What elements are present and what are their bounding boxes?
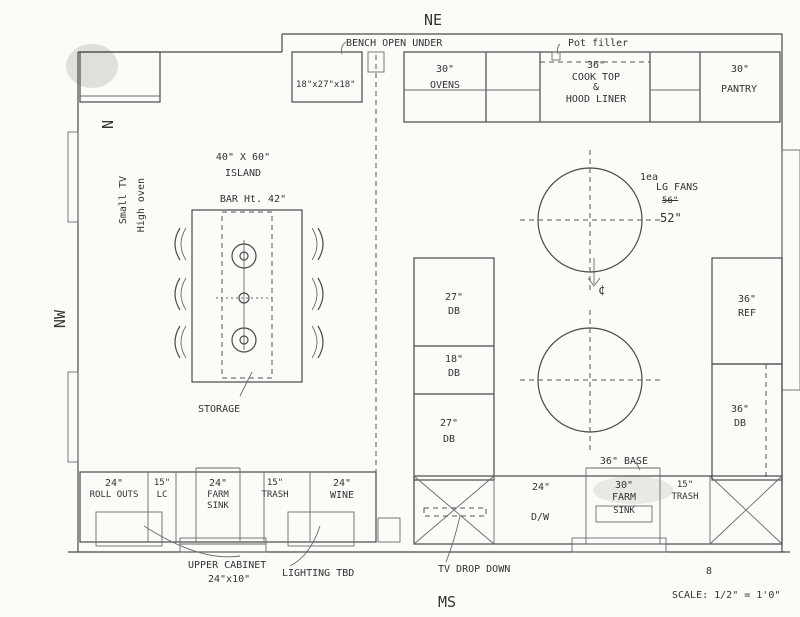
farm-sink-size: 24"	[208, 478, 228, 489]
right-db-type: DB	[733, 418, 747, 429]
farm-sink-right-size: 30"	[614, 480, 634, 491]
ovens-label: OVENS	[429, 80, 461, 91]
ovens-size: 30"	[435, 64, 455, 75]
lc-size: 15"	[153, 478, 171, 488]
ref-label: REF	[737, 308, 757, 319]
dw-label: D/W	[530, 512, 550, 523]
bottom-right-run	[413, 467, 783, 553]
ceiling-fans	[520, 150, 660, 450]
corner-mark: 8	[706, 566, 713, 577]
smudge	[593, 476, 673, 504]
cooktop-amp: &	[592, 82, 600, 93]
pantry-label: PANTRY	[720, 84, 758, 95]
farm-sink-right-type: FARM	[611, 492, 637, 503]
center-db-2-size: 18"	[444, 354, 464, 365]
fan-size-struck: 56"	[662, 196, 679, 206]
trash-right-size: 15"	[676, 480, 694, 490]
bench-size-label: 18"x27"x18"	[296, 80, 356, 90]
trash-label: TRASH	[261, 490, 289, 500]
center-db-3-size: 27"	[439, 418, 459, 429]
lc-label: LC	[156, 490, 168, 500]
fan-type: LG FANS	[656, 182, 699, 193]
farm-sink-label: FARM SINK	[207, 490, 229, 511]
center-db-3-type: DB	[442, 434, 456, 445]
rollouts-label: ROLL OUTS	[89, 490, 139, 500]
bottom-left-run	[79, 467, 401, 553]
bar-height-label: BAR Ht. 42"	[219, 194, 287, 205]
upper-cabinet-label: UPPER CABINET	[188, 560, 267, 571]
direction-left-lower: NW	[51, 310, 69, 329]
smudge	[66, 44, 118, 88]
island-size: 40" X 60"	[215, 152, 271, 163]
side-note-tv: Small TV	[118, 176, 129, 225]
bench	[291, 51, 363, 103]
cooktop-size: 36"	[586, 60, 606, 71]
trash-right-label: TRASH	[671, 492, 699, 502]
base-label: 36" BASE	[599, 456, 649, 467]
center-cabinet-column	[413, 257, 495, 481]
farm-sink-right-label: SINK	[613, 506, 635, 516]
centerline-mark: ¢	[598, 283, 606, 297]
center-db-1-size: 27"	[444, 292, 464, 303]
wine-label: WINE	[329, 490, 355, 501]
lighting-label: LIGHTING TBD	[282, 568, 355, 579]
corner-cabinet	[79, 51, 161, 103]
dw-size: 24"	[531, 482, 551, 493]
annotation-arrows	[143, 41, 641, 567]
pot-filler-label: Pot filler	[568, 38, 629, 49]
storage-label: STORAGE	[198, 404, 241, 415]
right-cabinet-column	[711, 257, 783, 481]
ref-size: 36"	[737, 294, 757, 305]
center-db-1-type: DB	[447, 306, 461, 317]
bench-label: BENCH OPEN UNDER	[346, 38, 443, 49]
fan-size: 52"	[660, 211, 682, 225]
hood-liner-label: HOOD LINER	[565, 94, 627, 105]
island-label: ISLAND	[224, 168, 262, 179]
right-db-size: 36"	[730, 404, 750, 415]
side-note-oven: High oven	[136, 178, 147, 233]
wine-size: 24"	[332, 478, 352, 489]
direction-top: NE	[424, 11, 443, 29]
scale-label: SCALE: 1/2" = 1'0"	[672, 590, 781, 601]
pantry-size: 30"	[730, 64, 750, 75]
top-run	[403, 51, 781, 123]
cooktop-label: COOK TOP	[571, 72, 621, 83]
center-db-2-type: DB	[447, 368, 461, 379]
rollouts-size: 24"	[104, 478, 124, 489]
tv-drop-down-label: TV DROP DOWN	[438, 564, 511, 575]
direction-bottom: MS	[438, 593, 457, 611]
island	[174, 209, 324, 397]
trash-size: 15"	[266, 478, 284, 488]
direction-left: N	[99, 120, 117, 130]
upper-cabinet-size: 24"x10"	[208, 574, 251, 585]
fan-count: 1ea	[640, 172, 659, 183]
